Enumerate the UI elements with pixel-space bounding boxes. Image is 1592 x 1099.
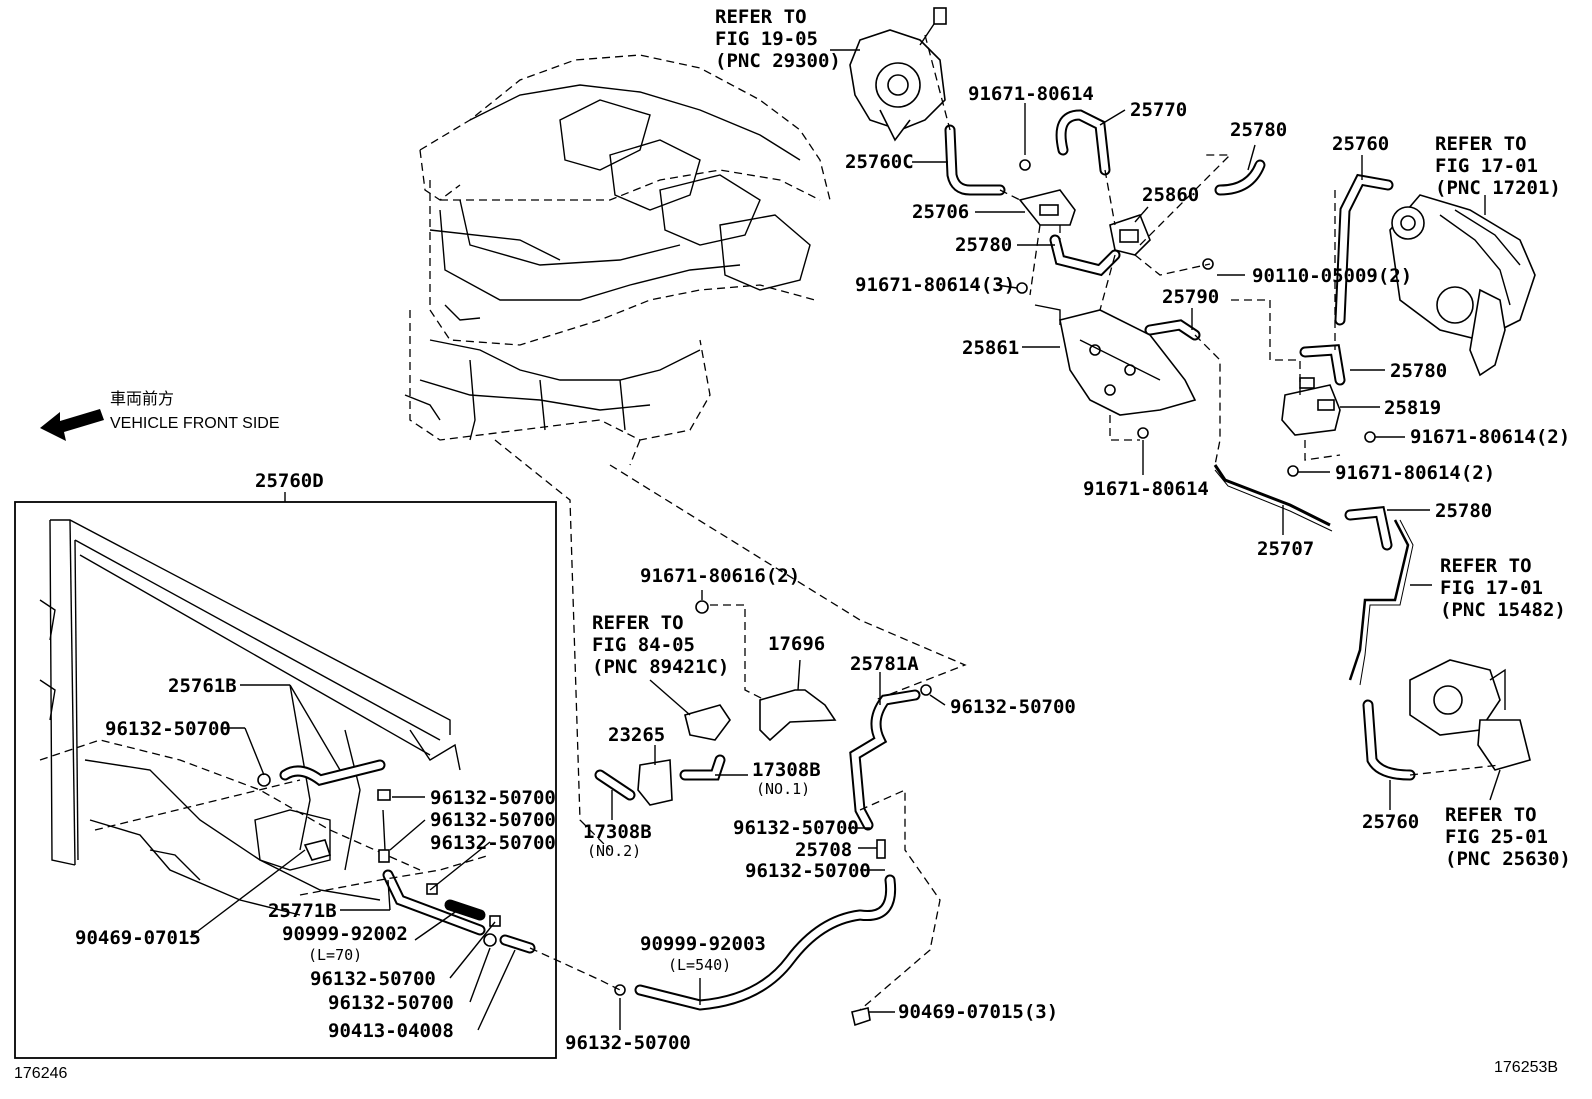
label-refer-fig25-01-line2: FIG 25-01 <box>1445 826 1548 848</box>
label-91671-80614-3: 91671-80614(3) <box>855 274 1015 296</box>
label-25708: 25708 <box>795 839 852 861</box>
label-refer-fig25-01-line3: (PNC 25630) <box>1445 848 1571 870</box>
label-96132-50700-h: 96132-50700 <box>430 832 556 854</box>
label-refer-fig25-01-line1: REFER TO <box>1445 804 1537 826</box>
label-25860: 25860 <box>1142 184 1199 206</box>
part-labels: REFER TO FIG 19-05 (PNC 29300) 91671-806… <box>75 6 1571 1054</box>
label-90999-92002: 90999-92002 <box>282 923 408 945</box>
label-25761B: 25761B <box>168 675 237 697</box>
label-91671-80614-bottom: 91671-80614 <box>1083 478 1209 500</box>
label-96132-50700-b: 96132-50700 <box>733 817 859 839</box>
figure-code-left: 176246 <box>14 1065 67 1082</box>
label-25706: 25706 <box>912 201 969 223</box>
label-25790: 25790 <box>1162 286 1219 308</box>
label-refer-fig17-01-a-line1: REFER TO <box>1435 133 1527 155</box>
label-17308B-no1: 17308B <box>752 759 821 781</box>
egr-valve-sketch <box>1389 194 1536 377</box>
label-25861: 25861 <box>962 337 1019 359</box>
solenoid-25860-sketch <box>1109 214 1151 256</box>
label-91671-80614-top: 91671-80614 <box>968 83 1094 105</box>
label-refer-fig17-01-a-line3: (PNC 17201) <box>1435 177 1561 199</box>
label-90110-05009: 90110-05009(2) <box>1252 265 1412 287</box>
label-25781A: 25781A <box>850 653 919 675</box>
inset-box <box>14 492 557 1059</box>
label-L70: (L=70) <box>308 946 362 964</box>
bolts <box>614 159 1376 1027</box>
label-25780-mid: 25780 <box>1390 360 1447 382</box>
label-refer-fig84-05-line1: REFER TO <box>592 612 684 634</box>
label-refer-fig17-01-b-line1: REFER TO <box>1440 555 1532 577</box>
label-L540: (L=540) <box>668 956 731 974</box>
direction-label-jp: 車両前方 <box>110 390 174 408</box>
label-25760-bottom: 25760 <box>1362 811 1419 833</box>
label-refer-fig19-05-line3: (PNC 29300) <box>715 50 841 72</box>
label-25760C: 25760C <box>845 151 914 173</box>
label-96132-50700-i: 96132-50700 <box>310 968 436 990</box>
label-90999-92003: 90999-92003 <box>640 933 766 955</box>
label-91671-80616-2: 91671-80616(2) <box>640 565 800 587</box>
label-17308B-no2: 17308B <box>583 821 652 843</box>
label-96132-50700-j: 96132-50700 <box>328 992 454 1014</box>
label-refer-fig84-05-line3: (PNC 89421C) <box>592 656 729 678</box>
figure-code-right: 176253B <box>1494 1059 1558 1076</box>
bracket-25706-sketch <box>1018 189 1076 226</box>
label-25819: 25819 <box>1384 397 1441 419</box>
label-25770: 25770 <box>1130 99 1187 121</box>
engine-outline <box>404 54 967 851</box>
label-96132-50700-f: 96132-50700 <box>430 787 556 809</box>
leader-lines <box>94 34 1501 1031</box>
label-refer-fig19-05-line1: REFER TO <box>715 6 807 28</box>
label-17696: 17696 <box>768 633 825 655</box>
label-90413-04008: 90413-04008 <box>328 1020 454 1042</box>
label-96132-50700-c: 96132-50700 <box>745 860 871 882</box>
label-refer-fig19-05-line2: FIG 19-05 <box>715 28 818 50</box>
main-hoses <box>594 109 1416 1011</box>
vacuum-tank-sketch <box>637 704 731 806</box>
inset-hoses <box>257 759 536 954</box>
vacuum-pump-sketch <box>849 7 947 142</box>
label-96132-50700-d: 96132-50700 <box>565 1032 691 1054</box>
label-25771B: 25771B <box>268 900 337 922</box>
label-25707: 25707 <box>1257 538 1314 560</box>
label-23265: 23265 <box>608 724 665 746</box>
direction-label-en: VEHICLE FRONT SIDE <box>110 415 280 432</box>
label-96132-50700-e: 96132-50700 <box>105 718 231 740</box>
label-25780-left: 25780 <box>955 234 1012 256</box>
label-no1: (NO.1) <box>756 780 810 798</box>
label-refer-fig17-01-a-line2: FIG 17-01 <box>1435 155 1538 177</box>
label-refer-fig17-01-b-line3: (PNC 15482) <box>1440 599 1566 621</box>
label-refer-fig84-05-line2: FIG 84-05 <box>592 634 695 656</box>
label-90469-07015-3: 90469-07015(3) <box>898 1001 1058 1023</box>
vsv-25819-sketch <box>1281 377 1341 436</box>
bracket-25861-sketch <box>1034 304 1197 416</box>
label-91671-80614-2-b: 91671-80614(2) <box>1335 462 1495 484</box>
label-90469-07015: 90469-07015 <box>75 927 201 949</box>
label-96132-50700-g: 96132-50700 <box>430 809 556 831</box>
label-25760-top: 25760 <box>1332 133 1389 155</box>
inset-title: 25760D <box>255 470 324 492</box>
vehicle-front-arrow-icon <box>40 409 104 441</box>
label-25780-lower: 25780 <box>1435 500 1492 522</box>
label-25780-top: 25780 <box>1230 119 1287 141</box>
radiator-outline <box>39 519 461 916</box>
bracket-17696-sketch <box>759 689 837 742</box>
label-91671-80614-2-a: 91671-80614(2) <box>1410 426 1570 448</box>
label-no2: (NO.2) <box>587 842 641 860</box>
label-96132-50700-a: 96132-50700 <box>950 696 1076 718</box>
actuator-sketch <box>1409 659 1531 771</box>
label-refer-fig17-01-b-line2: FIG 17-01 <box>1440 577 1543 599</box>
